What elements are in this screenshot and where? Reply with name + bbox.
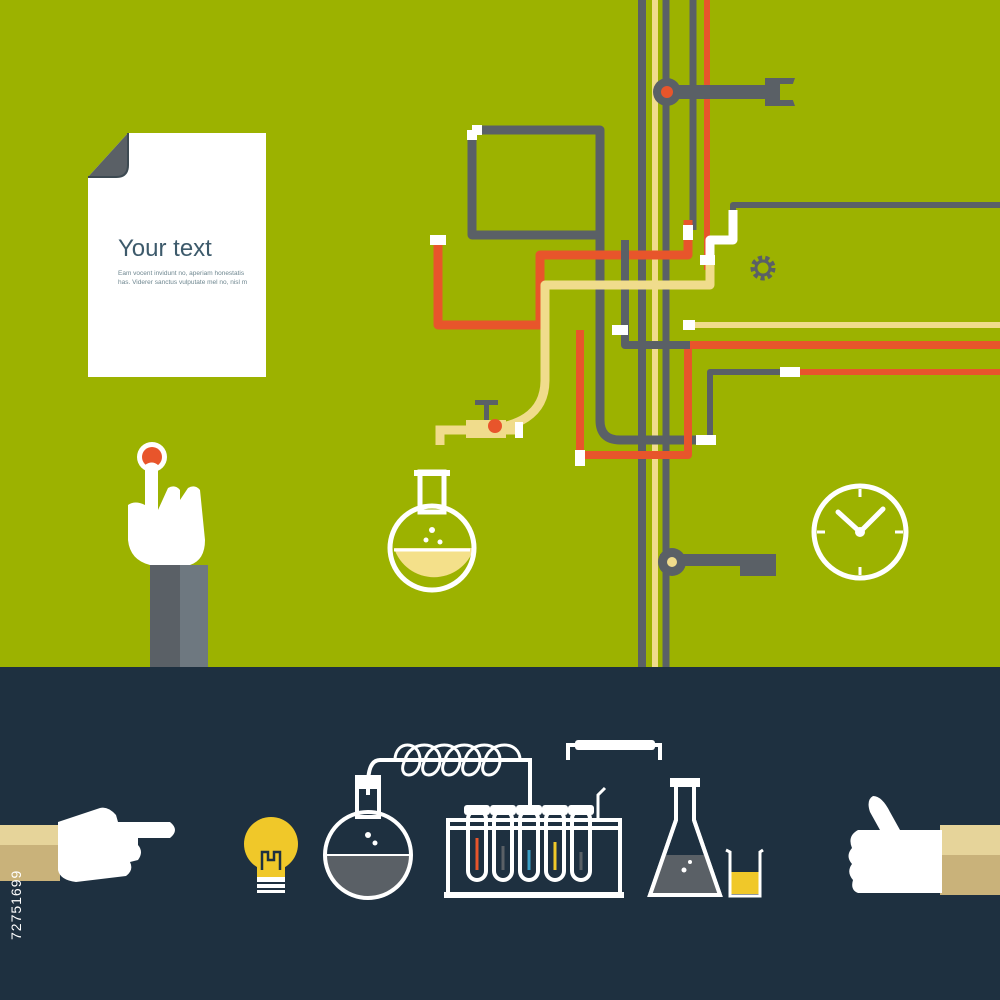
thumbs-up-icon [848,796,1000,895]
pointing-hand-icon [0,807,175,882]
document-body-text: Eam vocent invidunt no, aperiam honestat… [118,270,248,286]
pointing-hand-icon [128,462,208,667]
distillation-flask-icon [323,743,532,900]
document-icon [88,133,266,377]
valve-icon [435,400,523,445]
push-button-icon [137,442,167,472]
stock-image-id: 72751699 [8,869,24,940]
round-flask-icon [387,469,477,593]
document-title: Your text [118,235,212,262]
wrench-icon [653,78,796,106]
light-bulb-icon [244,817,298,893]
beaker-icon [725,848,764,898]
test-tube-rack-icon [444,740,662,898]
pipe-network [430,125,1000,466]
clock-icon [811,483,909,581]
document-text-block: Your text Eam vocent invidunt no, aperia… [118,235,258,287]
erlenmeyer-flask-icon [647,778,723,897]
wrench-icon [658,548,776,576]
gear-icon [750,255,776,281]
